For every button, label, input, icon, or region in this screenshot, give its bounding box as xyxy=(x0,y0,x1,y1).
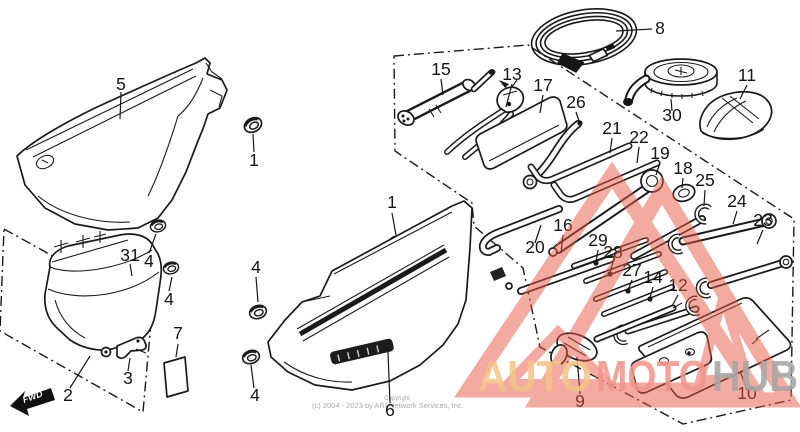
watermark-triangle-small-left xyxy=(496,324,620,389)
part-number-labels: 5 1 4 31 4 2 3 7 1 4 4 6 15 13 17 26 8 3… xyxy=(63,18,773,420)
watermark-text-hub: HUB xyxy=(712,352,798,401)
part-label-13: 13 xyxy=(502,64,521,84)
part-label-20: 20 xyxy=(525,237,545,257)
watermark: AUTO MOTO HUB xyxy=(453,161,800,408)
part-label-18: 18 xyxy=(673,158,692,178)
copyright-line1: Copyright xyxy=(384,396,410,402)
watermark-text-moto: MOTO xyxy=(596,352,708,401)
part-2-tool-box xyxy=(43,231,163,358)
part-label-1a: 1 xyxy=(249,150,259,170)
part-label-8: 8 xyxy=(655,18,665,38)
part-label-4c: 4 xyxy=(251,257,261,277)
part-label-4d: 4 xyxy=(250,385,260,405)
part-label-21: 21 xyxy=(602,118,621,138)
grommet-1a xyxy=(240,113,266,137)
part-label-23: 23 xyxy=(753,210,772,230)
watermark-text-auto: AUTO xyxy=(478,352,592,401)
part-8-band xyxy=(530,8,638,73)
part-18-ring xyxy=(672,183,696,203)
part-label-1b: 1 xyxy=(387,192,397,212)
part-26-box-wrench xyxy=(522,120,582,190)
cover-emblem xyxy=(330,338,394,365)
part-17-tool-case xyxy=(475,96,568,170)
part-label-25: 25 xyxy=(695,170,714,190)
part-label-2: 2 xyxy=(63,385,73,405)
part-label-17: 17 xyxy=(533,75,552,95)
part-label-31: 31 xyxy=(120,245,139,265)
part-15-plug-wrench xyxy=(397,69,496,126)
part-label-29: 29 xyxy=(588,230,607,250)
part-label-22: 22 xyxy=(629,127,648,147)
part-label-19: 19 xyxy=(650,143,669,163)
part-label-4b: 4 xyxy=(164,289,174,309)
copyright-line2: (c) 2004 - 2023 by ARI Network Services,… xyxy=(312,401,464,410)
fwd-arrow-icon xyxy=(10,388,55,416)
part-label-4a: 4 xyxy=(144,251,154,271)
leader-lines xyxy=(69,28,764,404)
watermark-triangle-large xyxy=(453,161,768,398)
part-3-bracket xyxy=(116,336,148,360)
grommet-4d xyxy=(239,346,263,368)
part-label-14: 14 xyxy=(643,267,663,287)
part-label-3: 3 xyxy=(123,368,133,388)
part-label-24: 24 xyxy=(727,191,747,211)
part-label-27: 27 xyxy=(622,260,641,280)
grommet-4b xyxy=(160,259,182,277)
fwd-direction-marker: FWD xyxy=(10,388,55,416)
watermark-triangle-small-right xyxy=(694,280,755,385)
part-label-15: 15 xyxy=(431,59,450,79)
part-7-card xyxy=(163,356,189,398)
part-11-pouch xyxy=(699,90,773,141)
part-label-7: 7 xyxy=(173,323,183,343)
parts-artwork xyxy=(16,8,793,399)
part-label-30: 30 xyxy=(662,105,682,125)
part-label-11: 11 xyxy=(738,65,756,85)
part-6-side-cover-right xyxy=(267,200,473,391)
grommet-4c xyxy=(246,301,270,323)
cover-hole xyxy=(35,154,55,170)
part-5-side-cover-left xyxy=(16,57,228,231)
part-30-filter-wrench xyxy=(623,58,718,106)
part-label-5: 5 xyxy=(116,74,126,94)
part-label-26: 26 xyxy=(566,92,585,112)
toolbox-dashed-outline xyxy=(0,227,153,414)
part-label-6: 6 xyxy=(385,400,395,420)
